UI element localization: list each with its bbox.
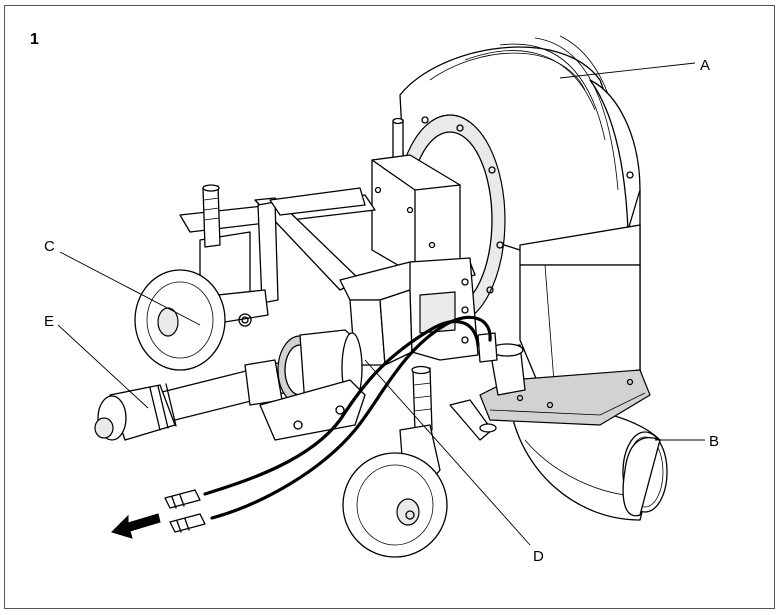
callout-e: E	[44, 313, 54, 330]
callout-b: B	[709, 433, 719, 450]
figure-number: 1	[30, 31, 39, 48]
callout-c: C	[44, 238, 55, 255]
outlet-ring	[623, 432, 667, 516]
pto-driveshaft	[95, 330, 365, 440]
direction-arrow	[112, 514, 160, 538]
hydraulic-motor	[478, 333, 525, 395]
callout-d: D	[533, 548, 544, 565]
callout-a: A	[700, 57, 710, 74]
